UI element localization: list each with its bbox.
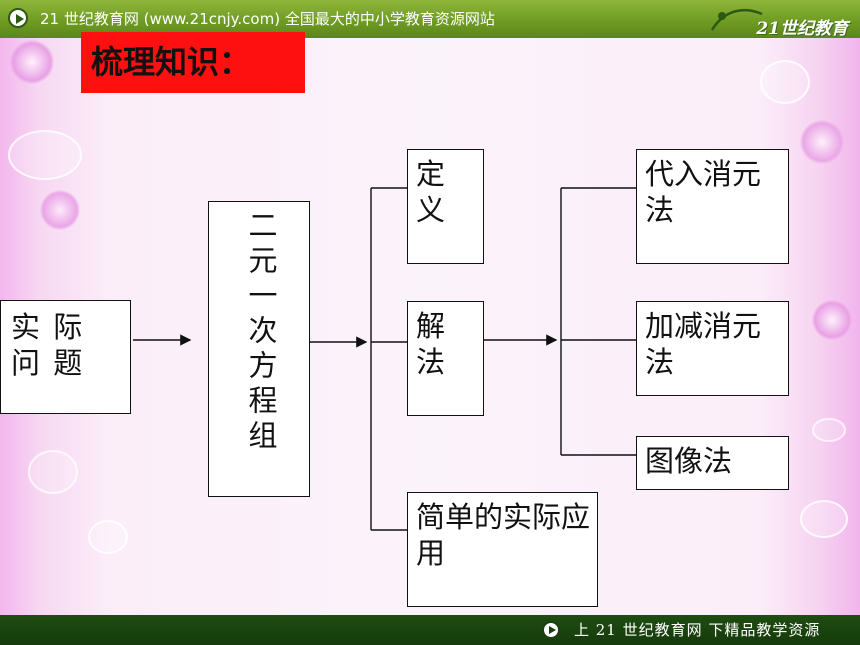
node-addition-subtraction-label: 加减消元法 bbox=[645, 309, 762, 379]
node-equation-system-label: 二元一次方程组 bbox=[244, 210, 278, 455]
node-graphing-label: 图像法 bbox=[645, 444, 733, 478]
flower-decoration bbox=[800, 120, 844, 164]
bubble-decoration bbox=[88, 520, 128, 554]
footer-text[interactable]: 上 21 世纪教育网 下精品教学资源 bbox=[574, 621, 821, 639]
node-solution: 解法 bbox=[407, 301, 484, 416]
logo-icon bbox=[710, 9, 763, 31]
node-application: 简单的实际应用 bbox=[407, 492, 598, 607]
node-practical-problem-label: 实 际 问 题 bbox=[11, 310, 85, 380]
node-definition: 定义 bbox=[407, 149, 484, 264]
header-bar: 21 世纪教育网 (www.21cnjy.com) 全国最大的中小学教育资源网站… bbox=[0, 0, 860, 39]
node-solution-label: 解法 bbox=[416, 309, 446, 379]
node-equation-system: 二元一次方程组 bbox=[208, 201, 310, 497]
node-addition-subtraction: 加减消元法 bbox=[636, 301, 789, 396]
bubble-decoration bbox=[8, 130, 82, 180]
bubble-decoration bbox=[760, 60, 810, 104]
node-graphing: 图像法 bbox=[636, 436, 789, 490]
flower-decoration bbox=[10, 40, 54, 84]
logo-text: 21世纪教育 bbox=[756, 19, 848, 39]
bubble-decoration bbox=[28, 450, 78, 494]
flower-decoration bbox=[40, 190, 80, 230]
bubble-decoration bbox=[800, 500, 848, 538]
footer-bar: 上 21 世纪教育网 下精品教学资源 bbox=[0, 615, 860, 645]
flower-decoration bbox=[812, 300, 852, 340]
bubble-decoration bbox=[812, 418, 846, 442]
node-definition-label: 定义 bbox=[416, 157, 446, 227]
node-practical-problem: 实 际 问 题 bbox=[0, 300, 131, 414]
node-substitution-label: 代入消元法 bbox=[645, 157, 762, 227]
header-title[interactable]: 21 世纪教育网 (www.21cnjy.com) 全国最大的中小学教育资源网站 bbox=[40, 10, 495, 28]
slide-title: 梳理知识： bbox=[81, 32, 305, 93]
play-icon[interactable] bbox=[8, 8, 28, 28]
play-icon[interactable] bbox=[542, 621, 560, 639]
node-substitution: 代入消元法 bbox=[636, 149, 789, 264]
node-application-label: 简单的实际应用 bbox=[416, 500, 591, 570]
